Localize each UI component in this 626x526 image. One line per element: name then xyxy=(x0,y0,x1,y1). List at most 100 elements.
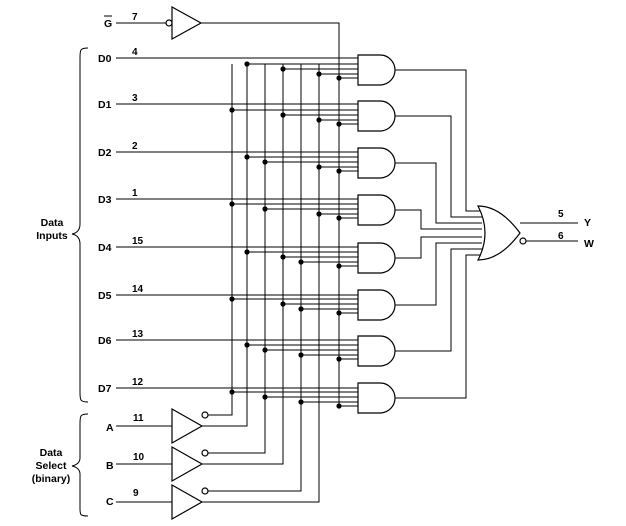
input-pin-d3: 1 xyxy=(132,188,138,199)
group-data-inputs-line1: Data xyxy=(41,217,64,229)
strobe-junction-3 xyxy=(336,215,342,221)
and-gate-3 xyxy=(357,194,396,226)
input-label-d7: D7 xyxy=(98,383,112,395)
junction-dots xyxy=(229,61,342,409)
strobe-junction-1 xyxy=(336,121,342,127)
data-inputs-brace xyxy=(71,47,89,403)
and-gate-7 xyxy=(357,382,396,414)
select-junction-5-2 xyxy=(298,306,304,312)
input-label-d4: D4 xyxy=(98,242,112,254)
strobe-buffer-gate xyxy=(171,5,203,41)
select-junction-4-1 xyxy=(280,254,286,260)
select-junction-2-2 xyxy=(316,164,322,170)
select-column-a xyxy=(208,64,233,416)
and-gate-0 xyxy=(357,54,396,86)
group-data-select-line2: Select xyxy=(36,460,67,472)
input-pin-d4: 15 xyxy=(132,236,144,247)
and-gate-5 xyxy=(357,289,396,321)
select-bubble-c xyxy=(201,487,209,495)
and-to-or-wire-5 xyxy=(395,242,482,306)
select-junction-7-0 xyxy=(229,389,235,395)
and-to-or-wire-4 xyxy=(395,236,482,259)
or-output-bubble xyxy=(519,237,527,245)
select-pin-c: 9 xyxy=(133,488,139,499)
select-junction-5-1 xyxy=(280,301,286,307)
input-pin-d0: 4 xyxy=(132,47,138,58)
select-junction-5-0 xyxy=(229,296,235,302)
select-label-c: C xyxy=(106,496,114,508)
select-column-c xyxy=(208,64,302,492)
select-junction-1-0 xyxy=(229,107,235,113)
strobe-junction-2 xyxy=(336,168,342,174)
and-to-or-wire-2 xyxy=(395,162,482,224)
and-gate-1 xyxy=(357,100,396,132)
select-junction-6-2 xyxy=(298,352,304,358)
select-label-a: A xyxy=(106,422,114,434)
input-label-d3: D3 xyxy=(98,194,112,206)
and-to-or-wire-6 xyxy=(395,248,482,352)
labels: G 7 D0 D1 D2 D3 D4 D5 D6 D7 4 3 2 1 15 1… xyxy=(32,12,594,508)
group-data-inputs-line2: Inputs xyxy=(36,230,68,242)
strobe-pin: 7 xyxy=(132,12,138,23)
select-junction-7-2 xyxy=(298,399,304,405)
and-to-or-wire-3 xyxy=(395,209,482,230)
strobe-bus-wire xyxy=(201,22,340,406)
input-label-d5: D5 xyxy=(98,290,112,302)
and-to-or-wire-0 xyxy=(395,69,482,212)
select-junction-6-0 xyxy=(244,342,250,348)
strobe-label: G xyxy=(104,18,112,30)
select-junction-1-2 xyxy=(316,117,322,123)
select-buffer-a xyxy=(171,407,204,445)
select-junction-0-0 xyxy=(244,61,250,67)
select-junction-0-2 xyxy=(316,71,322,77)
select-column-b xyxy=(208,64,266,454)
select-junction-3-1 xyxy=(262,206,268,212)
and-to-or-wire-7 xyxy=(395,254,482,399)
and-gate-2 xyxy=(357,147,396,179)
select-junction-0-1 xyxy=(280,66,286,72)
group-data-select-line1: Data xyxy=(40,447,63,459)
select-column-a-bar xyxy=(202,64,248,427)
data-select-brace xyxy=(71,413,89,517)
select-junction-7-1 xyxy=(262,394,268,400)
select-buffer-b xyxy=(171,445,204,483)
select-junction-4-0 xyxy=(244,249,250,255)
and-to-or-wire-1 xyxy=(395,115,482,218)
strobe-junction-6 xyxy=(336,356,342,362)
strobe-junction-0 xyxy=(336,75,342,81)
input-pin-d7: 12 xyxy=(132,377,144,388)
select-pin-b: 10 xyxy=(133,452,145,463)
input-label-d1: D1 xyxy=(98,99,112,111)
gates xyxy=(165,5,527,521)
group-data-select-line3: (binary) xyxy=(32,473,71,485)
select-column-b-bar xyxy=(202,64,284,465)
select-bubble-a xyxy=(201,411,209,419)
input-label-d2: D2 xyxy=(98,147,112,159)
select-column-c-bar xyxy=(202,64,320,503)
select-junction-2-0 xyxy=(244,154,250,160)
select-junction-6-1 xyxy=(262,347,268,353)
group-braces xyxy=(71,47,89,517)
select-bubble-b xyxy=(201,449,209,457)
output-pin-w: 6 xyxy=(558,231,564,242)
select-junction-3-0 xyxy=(229,201,235,207)
select-junction-4-2 xyxy=(298,259,304,265)
strobe-inversion-bubble xyxy=(165,19,173,27)
select-pin-a: 11 xyxy=(133,413,144,424)
select-junction-2-1 xyxy=(262,159,268,165)
and-gate-6 xyxy=(357,335,396,367)
input-pin-d6: 13 xyxy=(132,329,144,340)
select-junction-3-2 xyxy=(316,211,322,217)
wires xyxy=(116,22,578,503)
select-junction-1-1 xyxy=(280,112,286,118)
select-buffer-c xyxy=(171,483,204,521)
output-pin-y: 5 xyxy=(558,209,564,220)
strobe-junction-7 xyxy=(336,403,342,409)
select-label-b: B xyxy=(106,460,114,472)
input-pin-d2: 2 xyxy=(132,141,138,152)
strobe-junction-4 xyxy=(336,263,342,269)
output-label-w: W xyxy=(584,238,594,250)
input-pin-d5: 14 xyxy=(132,284,144,295)
and-gate-4 xyxy=(357,242,396,274)
